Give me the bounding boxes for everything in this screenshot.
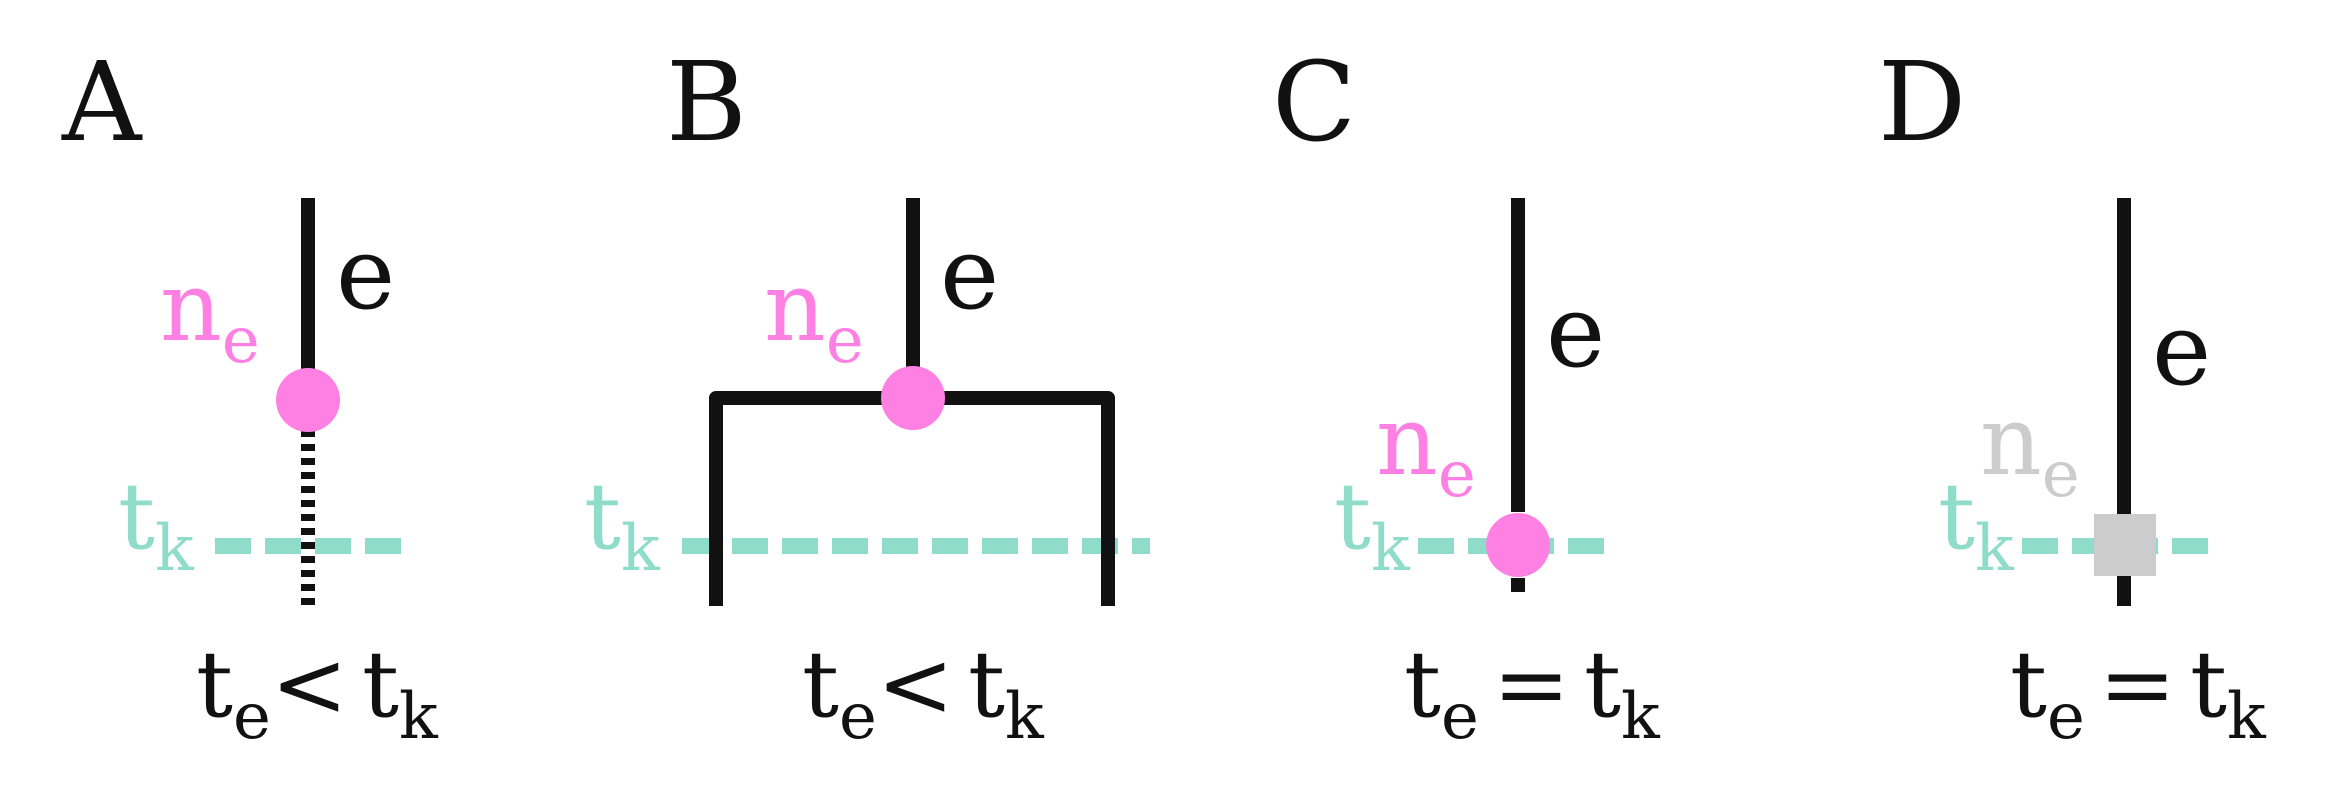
condition-label-c: te=tk (1404, 631, 1661, 754)
edge-label-d: e (2152, 291, 2211, 408)
panel-a: A e ne tk te<tk (61, 38, 439, 754)
condition-label-d: te=tk (2010, 631, 2267, 754)
panel-d: D e ne tk te=tk (1878, 38, 2267, 754)
time-label-c: tk (1334, 463, 1411, 586)
time-label-d: tk (1938, 463, 2015, 586)
edge-label-a: e (336, 215, 395, 332)
time-label-b: tk (584, 463, 661, 586)
node-label-a: ne (160, 251, 260, 378)
node-label-c: ne (1376, 385, 1476, 512)
time-label-a: tk (118, 463, 195, 586)
node-c (1486, 513, 1550, 577)
panel-label-b: B (666, 38, 747, 166)
edge-label-c: e (1546, 273, 1605, 390)
panel-label-d: D (1878, 38, 1966, 166)
panel-label-a: A (61, 38, 143, 166)
node-b (881, 366, 945, 430)
condition-label-a: te<tk (196, 631, 439, 754)
node-a (276, 368, 340, 432)
panel-b: B e ne tk te<tk (584, 38, 1150, 754)
node-label-d: ne (1980, 385, 2080, 512)
node-inactive-d (2094, 514, 2156, 576)
edge-label-b: e (940, 215, 999, 332)
panel-label-c: C (1272, 38, 1356, 166)
condition-label-b: te<tk (802, 631, 1045, 754)
node-label-b: ne (764, 251, 864, 378)
panel-c: C e ne tk te=tk (1272, 38, 1661, 754)
